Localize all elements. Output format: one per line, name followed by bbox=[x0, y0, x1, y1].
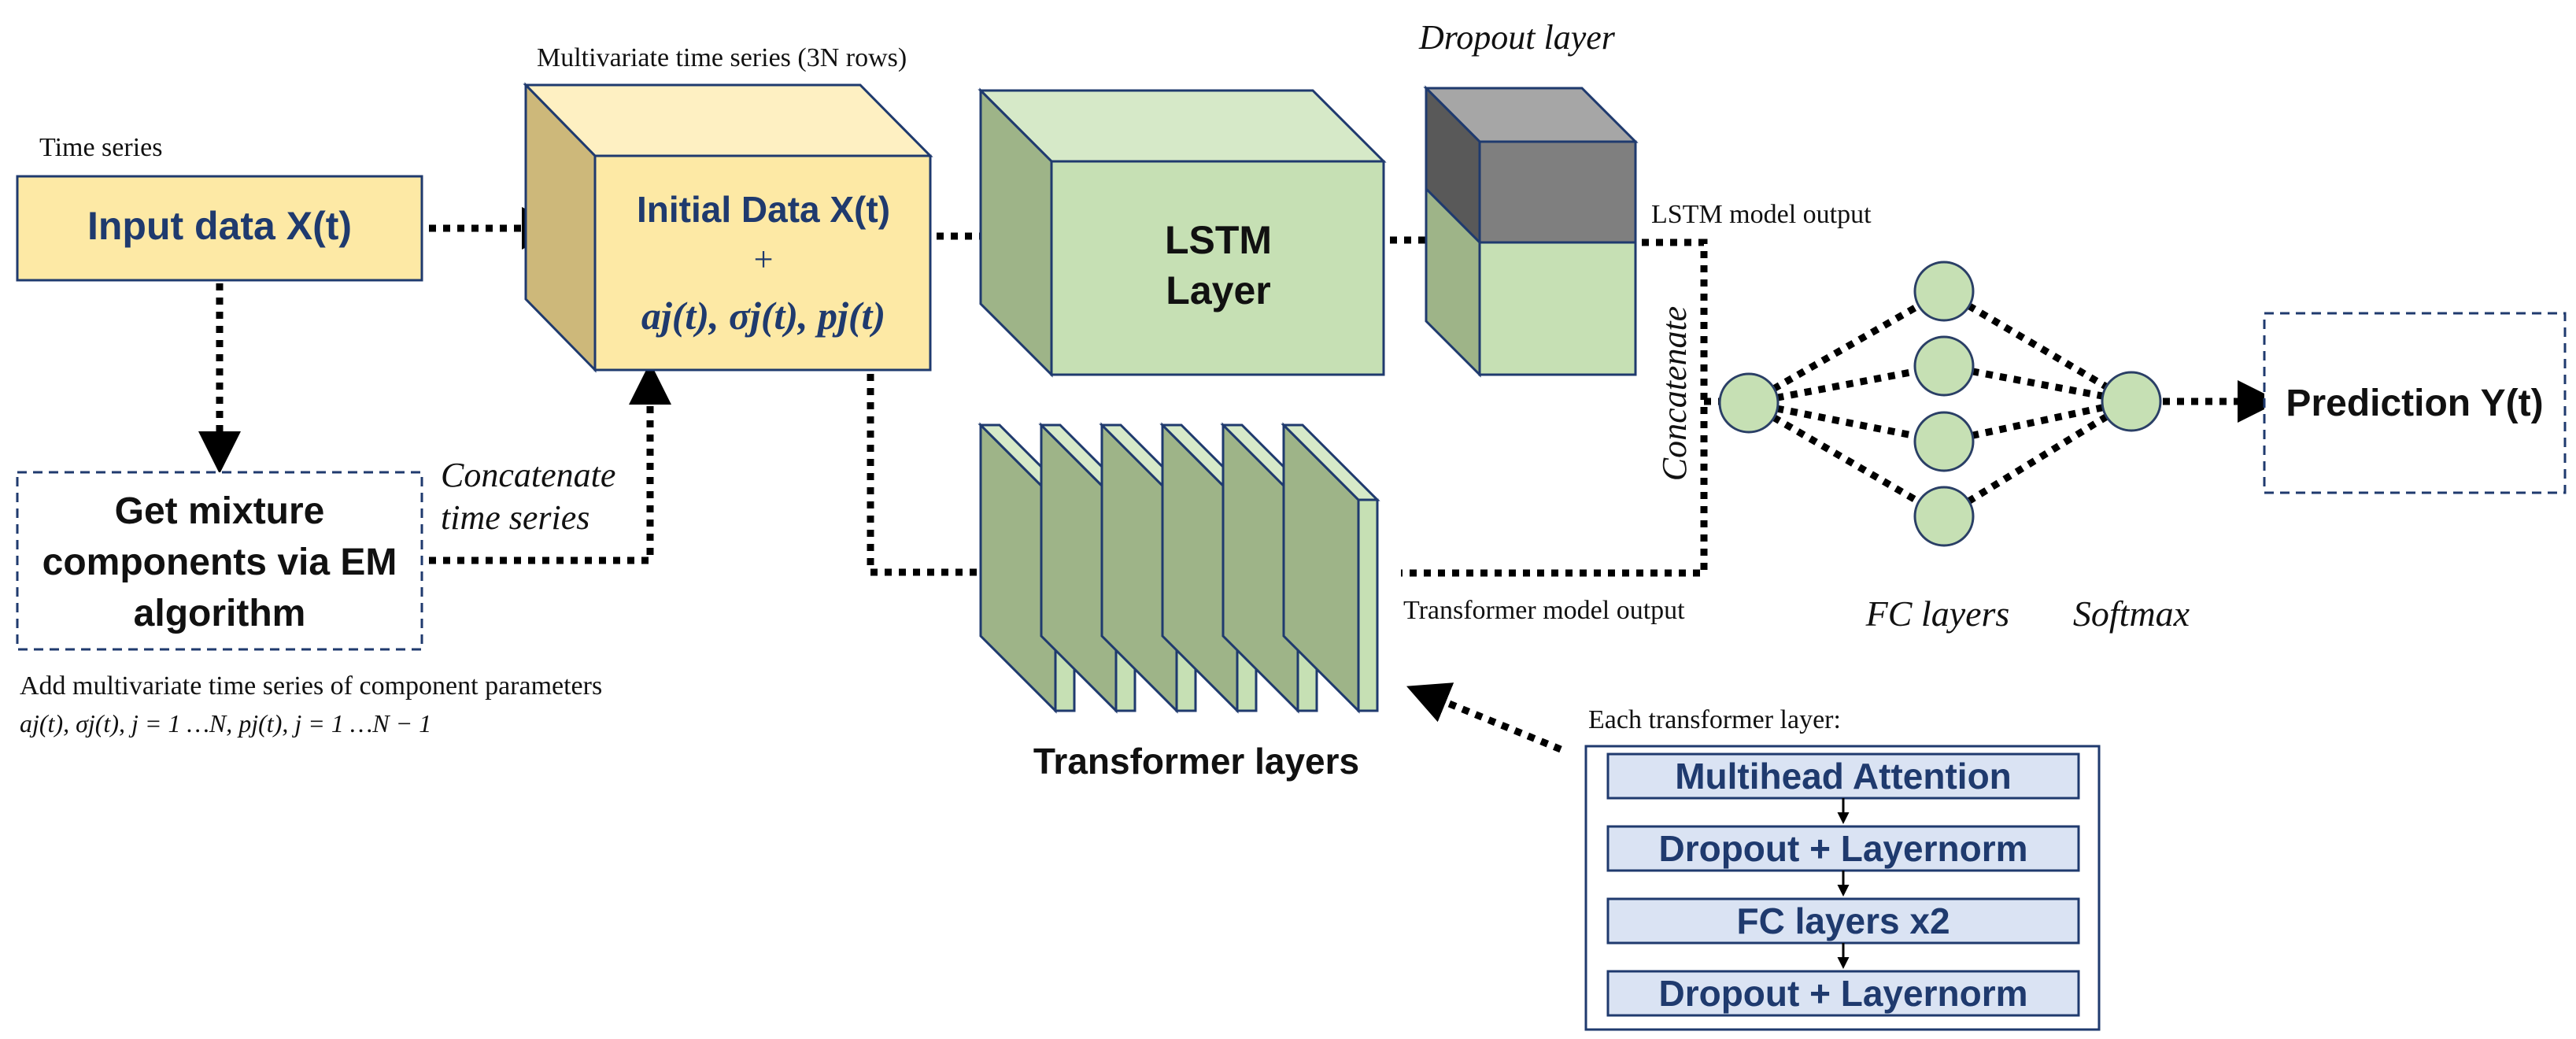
lstm-output-connector bbox=[1401, 238, 1708, 577]
softmax-label: Softmax bbox=[2073, 593, 2190, 634]
fc-edge-hidden-output bbox=[1942, 398, 2134, 520]
lstm-label-line2: Layer bbox=[1166, 268, 1270, 312]
input-data-label: Input data X(t) bbox=[87, 204, 352, 248]
initial-data-cube-front bbox=[593, 154, 932, 372]
mixture-label-line1: Get mixture bbox=[115, 490, 325, 532]
initial-data-cube-top bbox=[523, 83, 933, 157]
fc-edge-input-hidden bbox=[1748, 362, 1945, 407]
mixture-label-line2: components via EM bbox=[43, 542, 397, 583]
transformer-layers-label: Transformer layers bbox=[1033, 741, 1359, 782]
fc-hidden-node-4 bbox=[1913, 486, 1975, 547]
step-box-4 bbox=[1606, 970, 2080, 1017]
initial-data-line1: Initial Data X(t) bbox=[637, 189, 890, 230]
dropout-block-front-lower bbox=[1478, 241, 1637, 376]
fc-edge-hidden-output bbox=[1943, 397, 2132, 446]
mixture-label-line3: algorithm bbox=[134, 593, 306, 634]
fc-input-node bbox=[1718, 372, 1780, 434]
step-label-2: Dropout + Layernorm bbox=[1658, 828, 2027, 869]
fc-edge-input-hidden bbox=[1746, 400, 1946, 520]
concatenate-vertical-label: Concatenate bbox=[1655, 306, 1694, 481]
softmax-node bbox=[2101, 371, 2162, 432]
add-params-line2: aj(t), σj(t), j = 1 …N, pj(t), j = 1 …N … bbox=[20, 709, 431, 738]
initial-data-line3: aj(t), σj(t), pj(t) bbox=[641, 294, 885, 338]
step-box-1 bbox=[1606, 752, 2080, 800]
mixture-components-box bbox=[16, 471, 423, 651]
fc-hidden-node-2 bbox=[1913, 335, 1975, 397]
fc-edge-input-hidden bbox=[1746, 288, 1946, 406]
step-label-3: FC layers x2 bbox=[1736, 900, 1950, 941]
transformer-stack bbox=[978, 422, 1380, 714]
add-params-line1: Add multivariate time series of componen… bbox=[20, 671, 602, 701]
each-transformer-layer-label: Each transformer layer: bbox=[1588, 705, 1841, 734]
step-box-2 bbox=[1606, 825, 2080, 872]
step-label-4: Dropout + Layernorm bbox=[1658, 973, 2027, 1014]
arrow-mixture-to-initial-data bbox=[429, 362, 671, 564]
prediction-label: Prediction Y(t) bbox=[2286, 383, 2543, 424]
concatenate-ts-line1: Concatenate bbox=[441, 456, 615, 494]
fc-hidden-node-1 bbox=[1913, 261, 1975, 322]
prediction-box bbox=[2263, 312, 2567, 494]
lstm-block-front bbox=[1050, 160, 1385, 376]
arrow-initial-data-to-transformer bbox=[867, 374, 1033, 593]
time-series-label: Time series bbox=[39, 133, 162, 162]
dropout-layer-label: Dropout layer bbox=[1418, 18, 1616, 57]
transformer-panel-front bbox=[1357, 498, 1379, 712]
multivariate-caption: Multivariate time series (3N rows) bbox=[537, 43, 907, 72]
fc-hidden-node-3 bbox=[1913, 411, 1975, 472]
fc-layers-label: FC layers bbox=[1865, 593, 2010, 634]
dropout-block-front-upper bbox=[1478, 140, 1637, 244]
step-label-1: Multihead Attention bbox=[1675, 756, 2012, 797]
concatenate-ts-line2: time series bbox=[441, 498, 589, 537]
arrow-detail-to-transformer bbox=[1406, 682, 1562, 753]
lstm-label-line1: LSTM bbox=[1165, 218, 1272, 262]
lstm-output-label: LSTM model output bbox=[1651, 200, 1872, 229]
fc-edge-hidden-output bbox=[1942, 288, 2134, 405]
transformer-output-label: Transformer model output bbox=[1403, 596, 1685, 625]
input-data-box bbox=[16, 175, 423, 282]
fc-edges bbox=[1746, 288, 2134, 520]
fc-edge-input-hidden bbox=[1748, 399, 1945, 446]
fc-edge-hidden-output bbox=[1943, 362, 2132, 405]
initial-data-plus: + bbox=[754, 240, 774, 279]
